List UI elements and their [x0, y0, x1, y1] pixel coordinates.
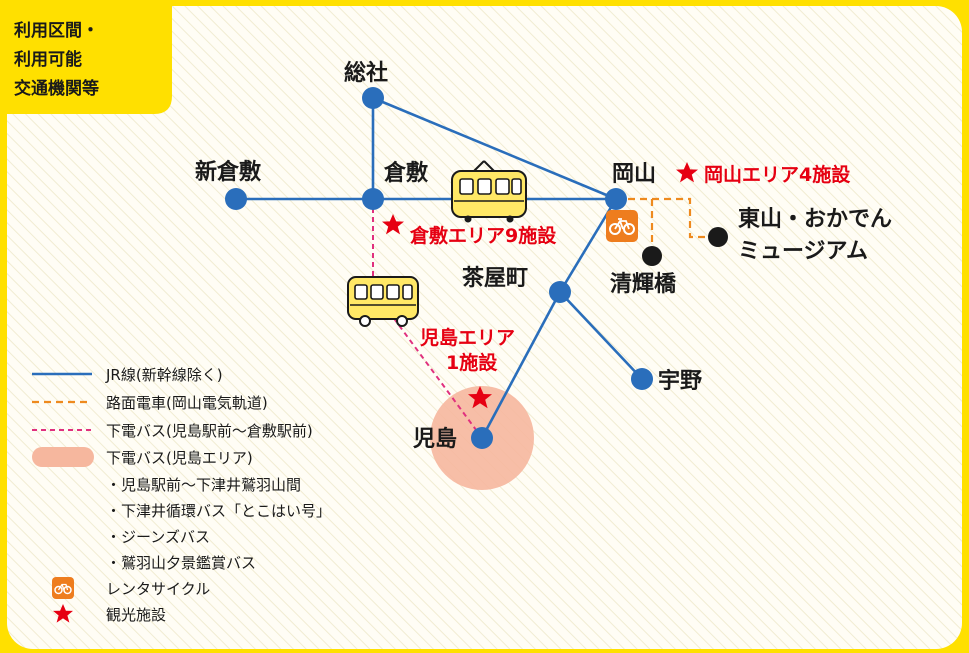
station-label-soja: 総社	[344, 60, 388, 86]
station-label-uno: 宇野	[658, 369, 702, 394]
station-label-kojima: 児島	[412, 426, 457, 452]
tram-icon	[451, 160, 527, 223]
jr-line-uno	[559, 291, 643, 380]
station-dot-shinkurashiki	[225, 188, 247, 210]
corner-tab-line-2: 利用可能	[14, 49, 82, 70]
area-label-kojima-1: 児島エリア	[419, 326, 515, 349]
legend-bus-area-item-3: ・ジーンズバス	[106, 528, 210, 546]
legend-label-spot: 観光施設	[106, 606, 166, 624]
bicycle-icon	[606, 210, 638, 242]
station-label-higashiyama-1: 東山・おかでん	[738, 207, 892, 232]
legend: JR線(新幹線除く) 路面電車(岡山電気軌道) 下電バス(児島駅前〜倉敷駅前) …	[32, 366, 331, 624]
station-dot-okayama	[605, 188, 627, 210]
legend-bus-area-item-4: ・鷲羽山夕景鑑賞バス	[106, 554, 256, 572]
bicycle-icon	[52, 577, 74, 599]
area-label-okayama: 岡山エリア4施設	[704, 163, 851, 186]
star-icon	[53, 604, 73, 623]
station-dot-soja	[362, 87, 384, 109]
station-dot-kurashiki	[362, 188, 384, 210]
legend-label-tram: 路面電車(岡山電気軌道)	[106, 394, 268, 412]
station-label-chayamachi: 茶屋町	[462, 266, 528, 291]
corner-tab-line-1: 利用区間・	[14, 20, 99, 41]
station-label-kurashiki: 倉敷	[383, 160, 429, 186]
legend-label-bus-route: 下電バス(児島駅前〜倉敷駅前)	[106, 422, 313, 440]
stop-dot-seikibashi	[642, 246, 662, 266]
corner-tab-line-3: 交通機関等	[14, 78, 99, 99]
star-icon	[382, 214, 404, 235]
jr-stations	[225, 87, 653, 449]
map-background	[7, 6, 962, 649]
area-label-kurashiki: 倉敷エリア9施設	[409, 224, 557, 247]
star-icon	[676, 162, 698, 183]
legend-bus-area-item-2: ・下津井循環バス「とこはい号」	[106, 502, 331, 520]
station-label-seikibashi: 清輝橋	[610, 271, 677, 297]
legend-label-jr: JR線(新幹線除く)	[105, 366, 223, 384]
station-label-higashiyama-2: ミュージアム	[738, 239, 868, 264]
corner-tab	[0, 0, 172, 114]
stop-dot-higashiyama	[708, 227, 728, 247]
station-label-shinkurashiki: 新倉敷	[195, 159, 262, 185]
legend-label-rental: レンタサイクル	[106, 580, 210, 598]
bus-icon	[347, 276, 419, 327]
legend-label-bus-area: 下電バス(児島エリア)	[106, 449, 253, 467]
area-label-kojima-2: 1施設	[446, 351, 498, 374]
legend-swatch-bus-area	[32, 447, 94, 467]
legend-bus-area-item-1: ・児島駅前〜下津井鷲羽山間	[106, 476, 301, 494]
jr-line-kibi	[372, 96, 617, 201]
star-icon	[468, 386, 492, 409]
station-dot-kojima	[471, 427, 493, 449]
station-label-okayama: 岡山	[612, 162, 656, 187]
tram-lines	[616, 197, 716, 249]
station-dot-chayamachi	[549, 281, 571, 303]
station-dot-uno	[631, 368, 653, 390]
jr-line-seto-ohashi-south	[480, 291, 562, 439]
